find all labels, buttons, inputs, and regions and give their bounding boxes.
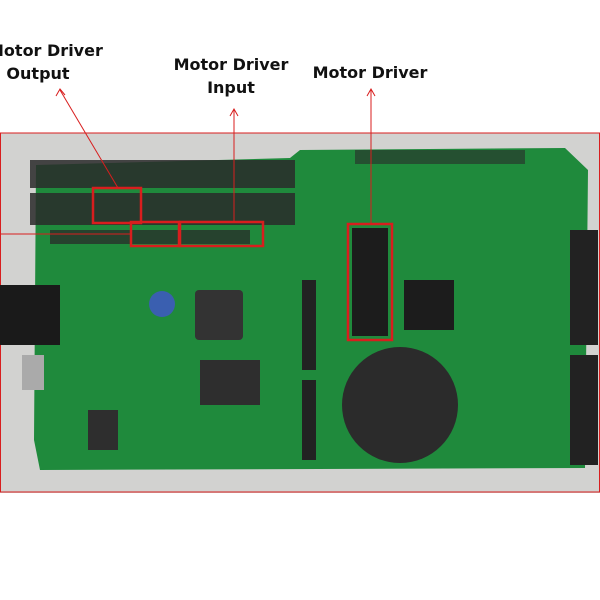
label-line: Motor Driver <box>0 41 103 60</box>
motor-driver-ic <box>352 228 388 336</box>
label-line: Motor Driver <box>173 55 289 74</box>
label-motor-driver-output: Motor Driver Output <box>0 39 103 85</box>
inductor <box>195 290 243 340</box>
usb-port <box>22 355 44 390</box>
label-line: Motor Driver <box>312 63 428 82</box>
coin-cell-holder <box>342 347 458 463</box>
label-motor-driver-input: Motor Driver Input <box>171 53 291 99</box>
label-line: Input <box>207 78 255 97</box>
dip8-ic <box>404 280 454 330</box>
label-line: Output <box>6 64 70 83</box>
label-motor-driver: Motor Driver <box>310 61 430 84</box>
inductor-small <box>88 410 118 450</box>
potentiometer <box>149 291 175 317</box>
regulator-ic <box>200 360 260 405</box>
power-jack <box>0 285 60 345</box>
annotation-arrows <box>0 87 376 235</box>
